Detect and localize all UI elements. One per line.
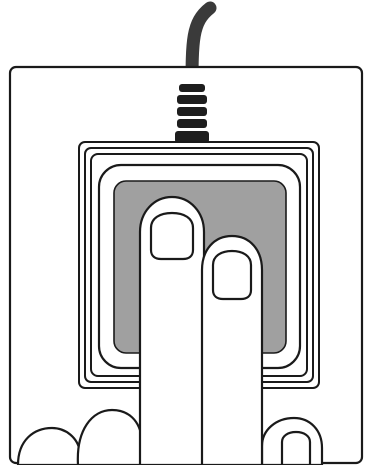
strain-relief-segment: [177, 95, 207, 104]
strain-relief-segment: [179, 84, 205, 92]
index-fingernail: [151, 213, 193, 259]
strain-relief-segment: [177, 119, 207, 128]
palm-right-knuckle: [262, 418, 322, 465]
middle-fingernail: [213, 251, 251, 299]
strain-relief-segment: [177, 107, 207, 116]
